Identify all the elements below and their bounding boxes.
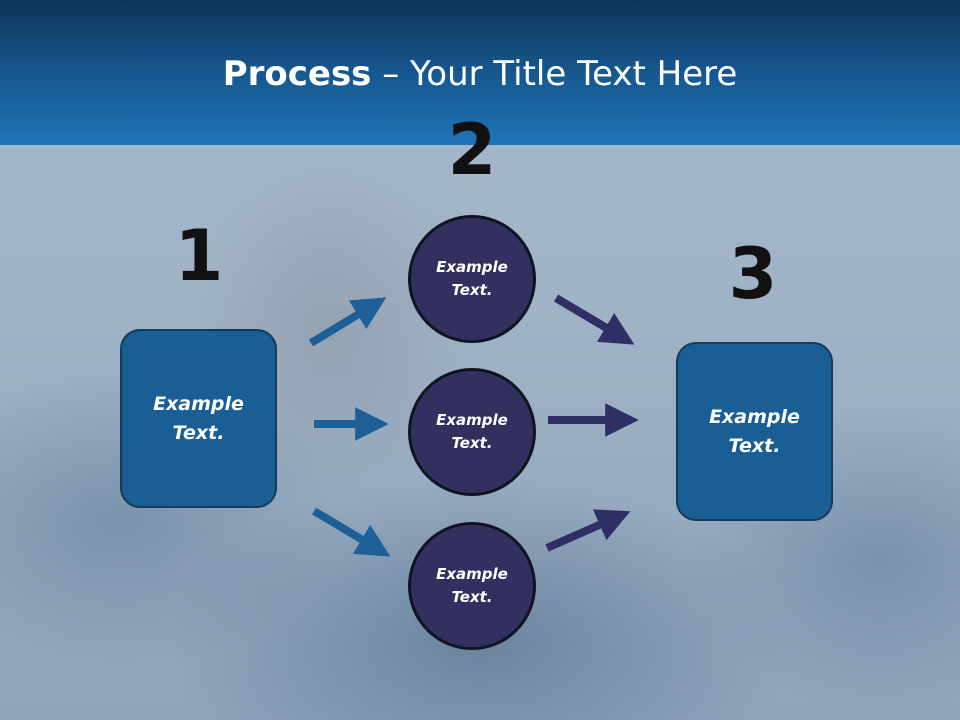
step-2-label-top: Example Text.: [436, 258, 508, 299]
step-2-number: 2: [447, 109, 497, 191]
title-rest: – Your Title Text Here: [371, 54, 738, 94]
step-1-number: 1: [174, 215, 224, 297]
step-1-box: Example Text.: [120, 329, 277, 508]
step-2-circle-top: Example Text.: [408, 215, 536, 343]
arrow-1-to-2-top: [308, 297, 387, 347]
step-2-label-bottom: Example Text.: [436, 565, 508, 606]
step-3-label: Example Text.: [709, 405, 800, 457]
step-3-number: 3: [728, 233, 778, 315]
arrow-2-to-3-bottom: [545, 509, 631, 552]
title-bold: Process: [222, 54, 372, 94]
step-2-label-middle: Example Text.: [436, 411, 508, 452]
arrow-1-to-2-bottom: [311, 507, 391, 557]
step-1-label: Example Text.: [153, 392, 244, 444]
slide-title: Process – Your Title Text Here: [0, 52, 960, 96]
title-bar: [0, 0, 960, 145]
step-2-circle-middle: Example Text.: [408, 368, 536, 496]
step-3-box: Example Text.: [676, 342, 833, 521]
arrow-2-to-3-top: [553, 294, 635, 345]
step-2-circle-bottom: Example Text.: [408, 522, 536, 650]
